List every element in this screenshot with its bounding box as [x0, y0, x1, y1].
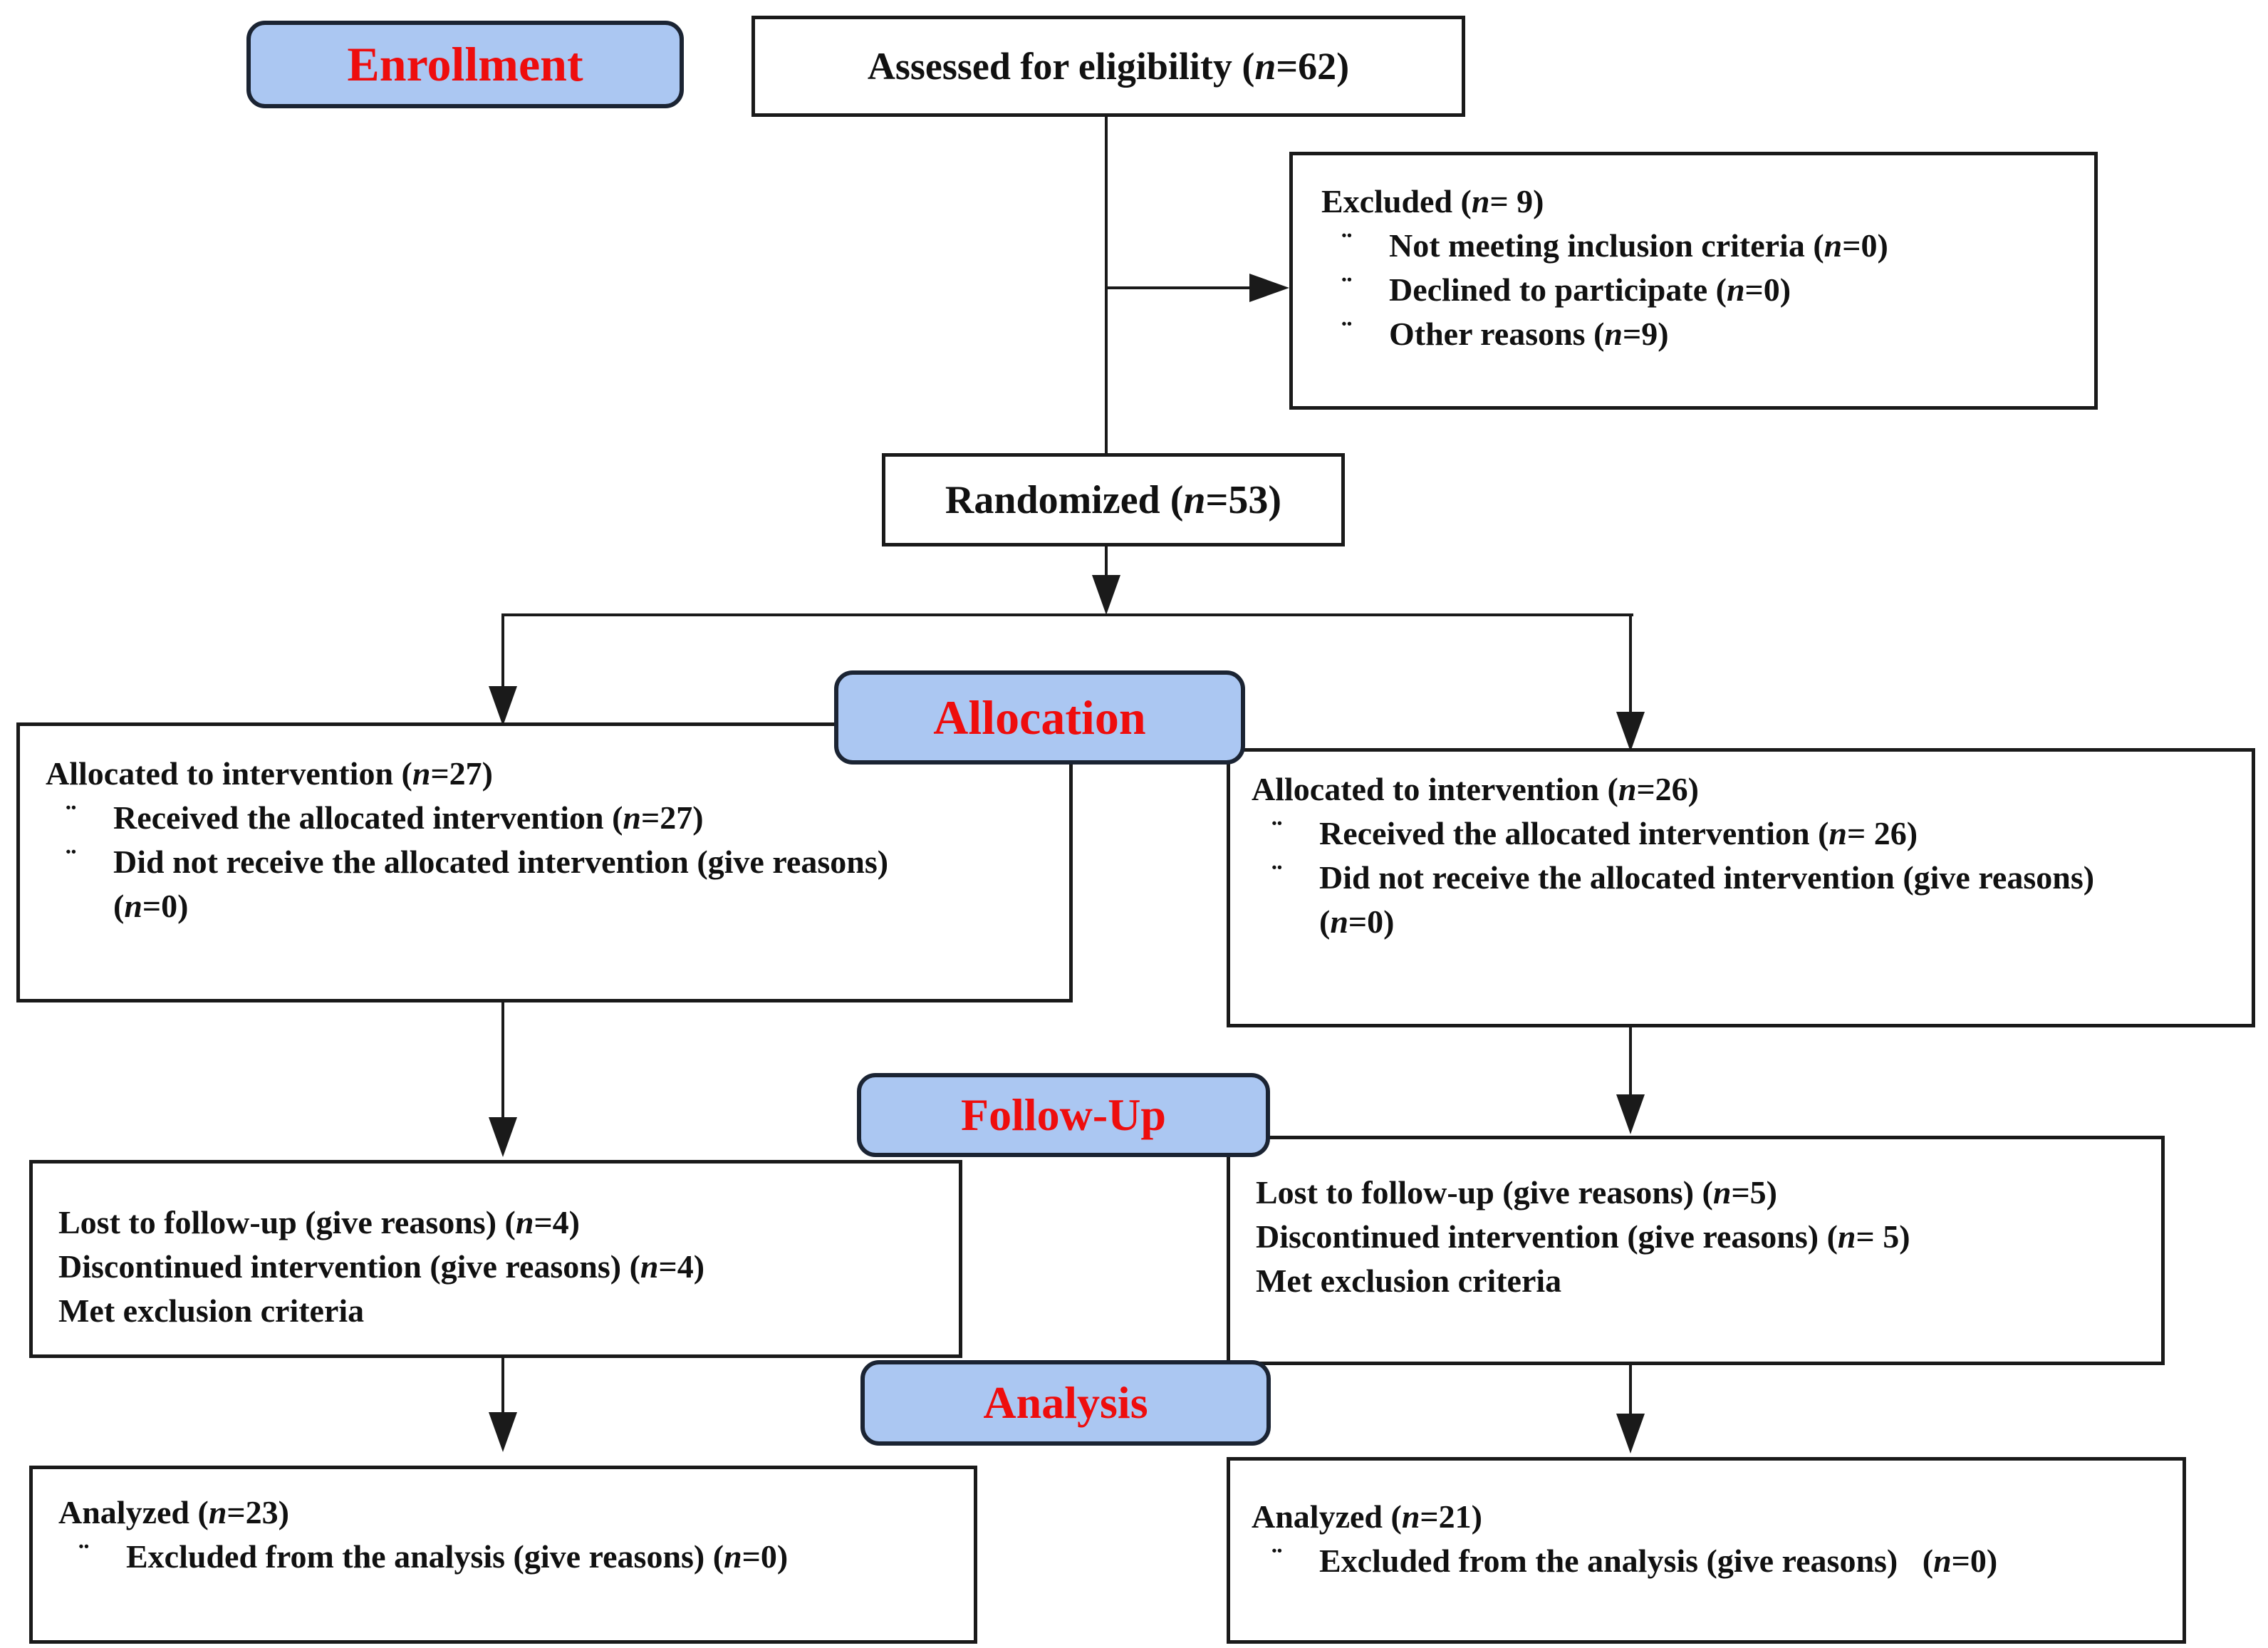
- arrowhead-into-excluded-icon: [1249, 274, 1289, 302]
- connector-fu-right-to-analysis-right: [1629, 1365, 1632, 1416]
- stage-label-enrollment: Enrollment: [246, 21, 684, 108]
- alloc-left-item-text: Received the allocated intervention (n=2…: [113, 799, 704, 836]
- stage-label-followup-text: Follow-Up: [961, 1089, 1166, 1140]
- connector-split-to-alloc-right: [1629, 615, 1632, 715]
- alloc-left-item-text: Did not receive the allocated interventi…: [113, 844, 889, 924]
- bullet-icon: ¨: [1341, 314, 1353, 351]
- fu-right-line: Discontinued intervention (give reasons)…: [1256, 1218, 1910, 1255]
- excluded-item: ¨ Not meeting inclusion criteria (n=0): [1321, 224, 2077, 268]
- bullet-icon: ¨: [1271, 1541, 1283, 1577]
- analysis-right-title: Analyzed (n=21): [1252, 1498, 1482, 1535]
- excluded-item-text: Declined to participate (n=0): [1389, 271, 1791, 308]
- analysis-left-box: Analyzed (n=23) ¨ Excluded from the analy…: [29, 1466, 977, 1644]
- analysis-right-box: Analyzed (n=21) ¨ Excluded from the analy…: [1227, 1457, 2186, 1644]
- randomized-box: Randomized (n=53): [882, 453, 1345, 546]
- assessed-title: Assessed for eligibility (n=62): [867, 45, 1350, 88]
- stage-label-allocation: Allocation: [834, 670, 1245, 765]
- excluded-title: Excluded (n= 9): [1321, 183, 1544, 219]
- analysis-right-item-text: Excluded from the analysis (give reasons…: [1319, 1543, 1998, 1579]
- bullet-icon: ¨: [1341, 226, 1353, 262]
- fu-left-box: Lost to follow-up (give reasons) (n=4) D…: [29, 1160, 962, 1358]
- connector-alloc-left-to-fu-left: [501, 1002, 504, 1120]
- stage-label-followup: Follow-Up: [857, 1073, 1270, 1157]
- stage-label-analysis-text: Analysis: [983, 1377, 1148, 1428]
- arrowhead-into-alloc-right-icon: [1616, 712, 1645, 752]
- stage-label-allocation-text: Allocation: [933, 690, 1146, 745]
- fu-left-line: Met exclusion criteria: [58, 1292, 365, 1329]
- analysis-left-item: ¨ Excluded from the analysis (give reason…: [58, 1535, 959, 1579]
- fu-left-line: Lost to follow-up (give reasons) (n=4): [58, 1204, 580, 1240]
- excluded-item: ¨ Declined to participate (n=0): [1321, 268, 2077, 312]
- arrowhead-into-fu-left-icon: [489, 1117, 517, 1157]
- stage-label-enrollment-text: Enrollment: [347, 37, 583, 91]
- connector-assessed-to-randomized: [1105, 117, 1108, 455]
- bullet-icon: ¨: [78, 1537, 90, 1573]
- connector-branch-to-excluded: [1106, 286, 1252, 289]
- bullet-icon: ¨: [66, 798, 77, 834]
- assessed-box: Assessed for eligibility (n=62): [751, 16, 1465, 117]
- excluded-item-text: Other reasons (n=9): [1389, 316, 1669, 352]
- connector-fu-left-to-analysis-left: [501, 1358, 504, 1415]
- analysis-right-item: ¨ Excluded from the analysis (give reason…: [1252, 1539, 2168, 1583]
- connector-alloc-right-to-fu-right: [1629, 1027, 1632, 1097]
- excluded-item-text: Not meeting inclusion criteria (n=0): [1389, 227, 1888, 264]
- bullet-icon: ¨: [66, 842, 77, 879]
- fu-right-line: Met exclusion criteria: [1256, 1263, 1562, 1299]
- analysis-left-title: Analyzed (n=23): [58, 1494, 289, 1530]
- alloc-left-item: ¨ Received the allocated intervention (n=…: [46, 796, 1055, 840]
- alloc-right-item: ¨ Did not receive the allocated intervent…: [1252, 856, 2237, 944]
- bullet-icon: ¨: [1271, 814, 1283, 850]
- analysis-left-item-text: Excluded from the analysis (give reasons…: [126, 1538, 789, 1575]
- connector-split-horizontal: [501, 613, 1633, 616]
- excluded-box: Excluded (n= 9) ¨ Not meeting inclusion c…: [1289, 152, 2098, 410]
- fu-right-box: Lost to follow-up (give reasons) (n=5) D…: [1227, 1136, 2165, 1365]
- alloc-left-box: Allocated to intervention (n=27) ¨ Receiv…: [16, 722, 1073, 1002]
- alloc-left-item: ¨ Did not receive the allocated intervent…: [46, 840, 1055, 928]
- alloc-right-box: Allocated to intervention (n=26) ¨ Receiv…: [1227, 748, 2255, 1027]
- fu-left-line: Discontinued intervention (give reasons)…: [58, 1248, 705, 1285]
- bullet-icon: ¨: [1271, 858, 1283, 894]
- alloc-left-title: Allocated to intervention (n=27): [46, 755, 493, 792]
- connector-split-to-alloc-left: [501, 615, 504, 689]
- bullet-icon: ¨: [1341, 270, 1353, 306]
- arrowhead-into-analysis-right-icon: [1616, 1414, 1645, 1453]
- arrowhead-onto-split-icon: [1092, 575, 1120, 615]
- arrowhead-into-alloc-left-icon: [489, 686, 517, 726]
- stage-label-analysis: Analysis: [860, 1360, 1271, 1446]
- connector-randomized-to-split: [1105, 546, 1108, 578]
- arrowhead-into-analysis-left-icon: [489, 1412, 517, 1452]
- excluded-item: ¨ Other reasons (n=9): [1321, 312, 2077, 356]
- fu-right-line: Lost to follow-up (give reasons) (n=5): [1256, 1174, 1777, 1211]
- alloc-right-item-text: Received the allocated intervention (n= …: [1319, 815, 1918, 851]
- arrowhead-into-fu-right-icon: [1616, 1094, 1645, 1134]
- alloc-right-title: Allocated to intervention (n=26): [1252, 771, 1699, 807]
- randomized-title: Randomized (n=53): [945, 477, 1282, 522]
- alloc-right-item-text: Did not receive the allocated interventi…: [1319, 859, 2095, 940]
- alloc-right-item: ¨ Received the allocated intervention (n=…: [1252, 812, 2237, 856]
